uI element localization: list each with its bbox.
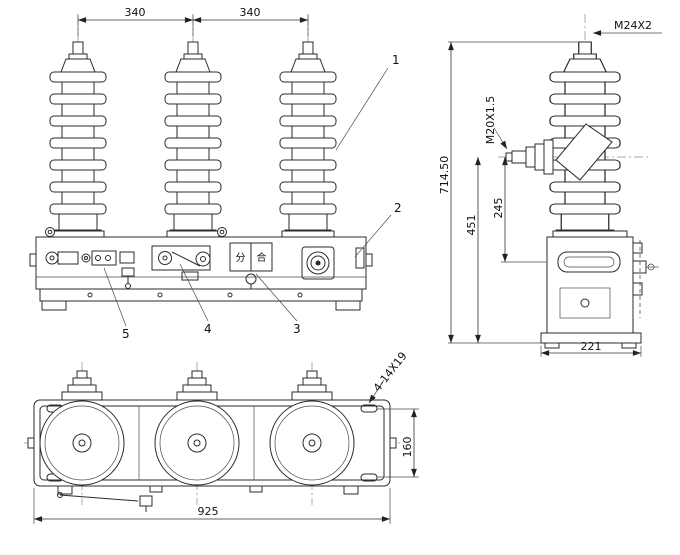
- dim-221-group: 221: [540, 340, 642, 357]
- thread-top-label: M24X2: [614, 19, 652, 32]
- dim-340-group: 340 340: [77, 6, 309, 36]
- callout-5: 5: [103, 267, 130, 341]
- insulator-column-3: [279, 41, 337, 238]
- callout-4: 4: [179, 263, 212, 336]
- side-terminal-arm: [505, 123, 613, 181]
- callout-2-label: 2: [394, 201, 402, 215]
- insulator-column-2: [164, 41, 222, 238]
- insulator-column-1: [49, 41, 107, 238]
- chassis: 分 合: [29, 227, 373, 290]
- indicator-open-label: 分: [236, 252, 246, 264]
- dim-160-group: 160: [377, 408, 419, 478]
- callout-5-label: 5: [122, 327, 130, 341]
- callout-2: 2: [354, 201, 402, 258]
- side-dims: 714.50 451 245: [438, 41, 578, 344]
- slot-callout: 4-14X19: [368, 350, 410, 404]
- pole-circle-2: [154, 400, 240, 486]
- indicator-close-label: 合: [257, 251, 267, 264]
- dim-245-label: 245: [492, 198, 505, 219]
- pole-top-stacks: [61, 370, 333, 401]
- thread-top-callout: M24X2: [593, 19, 662, 36]
- dim-160-label: 160: [401, 437, 414, 458]
- mechanism-box-side: [540, 230, 659, 349]
- side-view: M24X2 M20X1.5 714.50 451 245: [438, 14, 662, 357]
- bottom-view: 4-14X19 160 925: [24, 350, 419, 524]
- thread-side-callout: M20X1.5: [484, 96, 508, 150]
- dim-221-label: 221: [581, 340, 602, 353]
- mechanism-center: [151, 245, 211, 281]
- base-rail: [39, 288, 363, 311]
- dim-340-left: 340: [125, 6, 146, 19]
- pole-circle-3: [269, 400, 355, 486]
- dim-340-right: 340: [240, 6, 261, 19]
- pole-circle-1: [39, 400, 125, 486]
- callout-1: 1: [335, 53, 400, 151]
- dim-451-label: 451: [465, 215, 478, 236]
- callout-3-label: 3: [293, 322, 301, 336]
- thread-side-label: M20X1.5: [484, 96, 497, 145]
- dim-925-label: 925: [198, 505, 219, 518]
- dim-925-group: 925: [33, 488, 391, 524]
- bottom-fittings: [57, 485, 359, 512]
- push-button: [301, 246, 335, 280]
- position-indicator: 分 合: [229, 242, 273, 290]
- callout-4-label: 4: [204, 322, 212, 336]
- front-view: 340 340: [29, 6, 402, 341]
- callout-3: 3: [255, 273, 301, 336]
- slot-label: 4-14X19: [371, 350, 410, 395]
- dim-overall-label: 714.50: [438, 156, 451, 195]
- callout-1-label: 1: [392, 53, 400, 67]
- mechanism-left: [45, 250, 135, 289]
